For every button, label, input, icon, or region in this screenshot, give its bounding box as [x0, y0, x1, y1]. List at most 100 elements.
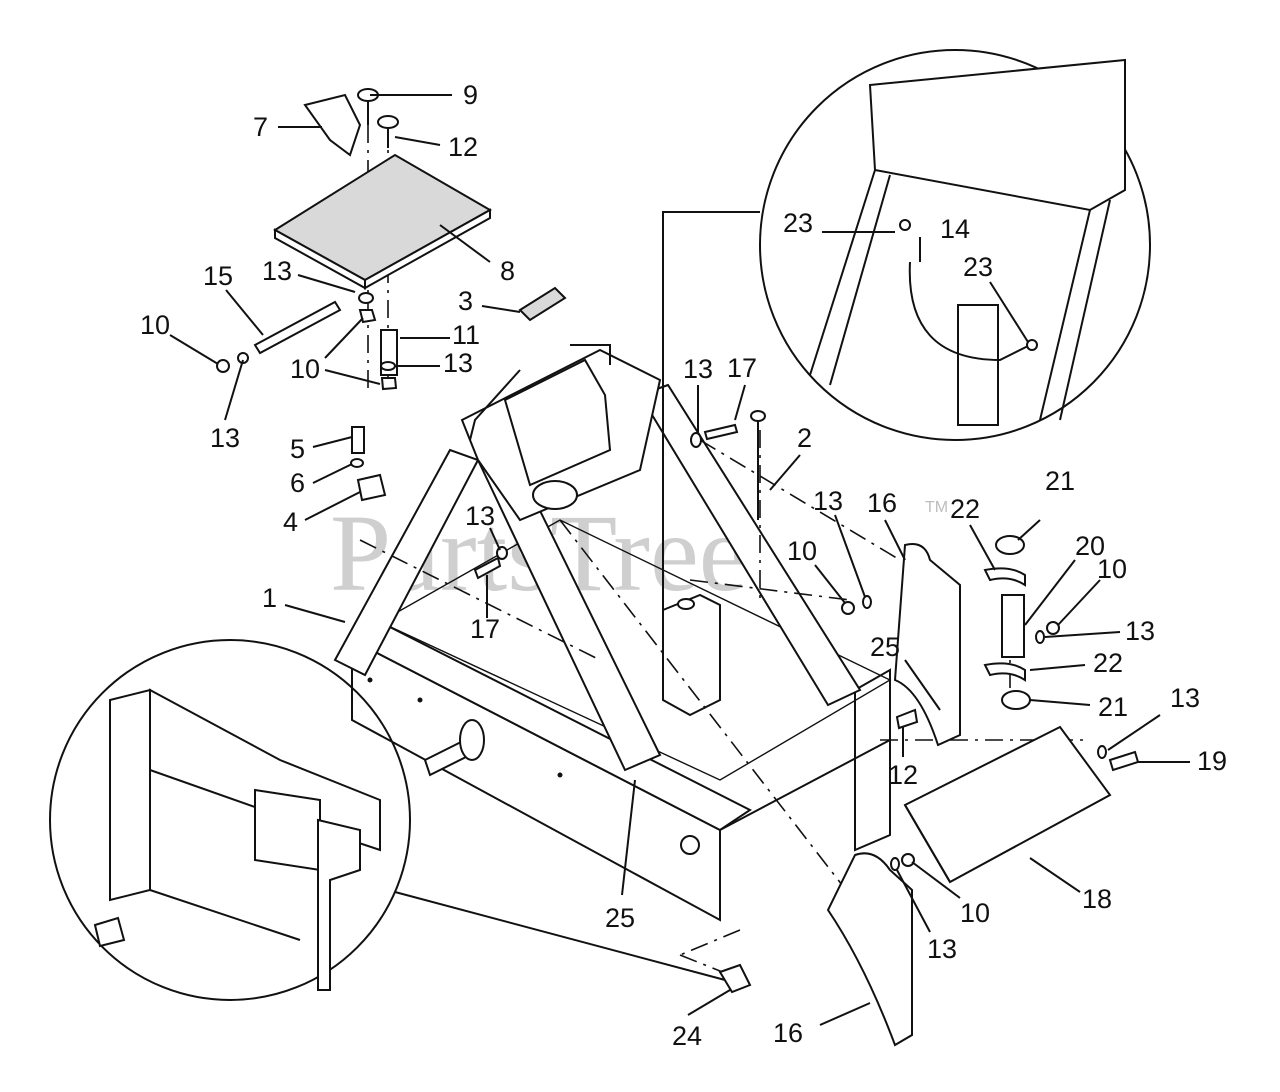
washer-13-lower-plate — [890, 857, 900, 871]
callout-13a: 13 — [262, 256, 292, 286]
assembly-line — [359, 539, 601, 661]
washer-6 — [350, 458, 364, 468]
callout-17a: 17 — [727, 353, 757, 383]
roller-assembly — [983, 535, 1060, 710]
detail-inset-upper — [759, 49, 1151, 441]
inset-lower-bolt — [93, 916, 126, 948]
nut-10-lower-plate — [901, 853, 915, 867]
spindle-flange — [459, 719, 485, 761]
inset-upper-leg-left — [809, 169, 876, 376]
callout-5: 5 — [290, 434, 305, 464]
washer-13-upper — [690, 432, 702, 448]
washer-13 — [358, 292, 374, 304]
leader-15 — [225, 289, 264, 336]
callout-10d: 10 — [1097, 554, 1127, 584]
cap-21-lower — [1001, 690, 1031, 710]
hitch-top-pin — [570, 344, 611, 365]
leader-16b — [819, 1002, 871, 1026]
callout-7: 7 — [253, 112, 268, 142]
assembly-line — [689, 579, 851, 601]
bolt-17-upper — [703, 423, 739, 441]
leader-21a — [1017, 519, 1041, 541]
clamp-22-upper — [983, 567, 1026, 587]
leader-13h — [1107, 714, 1161, 751]
inset-lower-left-plate — [109, 688, 151, 902]
callout-19: 19 — [1197, 746, 1227, 776]
callout-13b: 13 — [210, 423, 240, 453]
bracket-part-7 — [303, 93, 362, 157]
fitting-23-upper — [899, 219, 911, 231]
callout-24: 24 — [672, 1021, 702, 1051]
leader-4 — [304, 491, 361, 521]
inset-lower-connector — [394, 891, 726, 981]
leader-10d — [1057, 579, 1101, 626]
rod-2-head — [750, 410, 766, 422]
washer-13-shield — [1097, 745, 1107, 759]
frame-bottom-edge — [719, 739, 891, 831]
step-plate — [273, 153, 493, 282]
washer-13-plate — [862, 595, 872, 609]
inset-upper-leg-right — [1039, 209, 1091, 421]
bolt-12-head — [377, 115, 399, 129]
callout-11: 11 — [452, 320, 480, 350]
callout-12a: 12 — [448, 132, 478, 162]
grip-3 — [518, 286, 567, 322]
bolt-19 — [1108, 750, 1140, 772]
leader-10b-1 — [324, 317, 364, 359]
leader-6 — [312, 463, 353, 484]
callout-10b: 10 — [290, 354, 320, 384]
leader-17a — [734, 384, 746, 421]
inset-upper-leg-right2 — [1059, 199, 1111, 421]
leader-8 — [439, 224, 491, 263]
inset-upper-leg-left2 — [829, 174, 891, 386]
step-plate-edge-side — [364, 208, 491, 290]
leader-13i — [896, 869, 931, 933]
callout-13c: 13 — [443, 348, 473, 378]
hole — [417, 697, 423, 703]
bolt-12-plate — [895, 708, 919, 730]
callout-13g: 13 — [1125, 616, 1155, 646]
hose-14 — [908, 261, 1031, 362]
leader-1 — [284, 604, 346, 623]
shield-assembly — [903, 725, 1140, 884]
inset-circle-upper — [759, 49, 1151, 441]
inset-upper-post — [957, 304, 999, 426]
callout-2: 2 — [797, 423, 812, 453]
frame-hole-large — [680, 835, 700, 855]
callout-25a: 25 — [605, 903, 635, 933]
leader-21b — [1029, 699, 1091, 706]
callout-13i: 13 — [927, 934, 957, 964]
callout-17b: 17 — [470, 614, 500, 644]
detail-inset-lower — [49, 639, 411, 1001]
nut-10-roller — [1046, 621, 1060, 635]
hole — [557, 772, 563, 778]
side-plate-16-upper — [893, 543, 961, 747]
cap-21-upper — [995, 535, 1025, 555]
hitch-plate — [503, 358, 612, 487]
callout-10c: 10 — [787, 536, 817, 566]
side-plates — [826, 543, 961, 1047]
hitch-handle-rod — [469, 369, 521, 441]
roller-20 — [1001, 594, 1025, 658]
callout-13h: 13 — [1170, 683, 1200, 713]
callout-16a: 16 — [867, 488, 897, 518]
nut-10-plate — [841, 601, 855, 615]
inset-lower-top — [149, 688, 381, 852]
inset-connector — [662, 211, 760, 650]
main-frame — [333, 344, 892, 922]
nut-10-rod — [216, 359, 230, 373]
center-post — [662, 593, 721, 717]
bolt-24 — [718, 963, 752, 994]
callout-22b: 22 — [1093, 648, 1123, 678]
callout-13d: 13 — [465, 501, 495, 531]
callout-21b: 21 — [1098, 692, 1128, 722]
center-post-cap — [677, 598, 695, 610]
washer-13-roller — [1035, 630, 1045, 644]
callout-8: 8 — [500, 256, 515, 286]
callout-21a: 21 — [1045, 466, 1075, 496]
leader-22a — [969, 524, 996, 571]
callout-14: 14 — [940, 214, 970, 244]
leader-lines — [169, 94, 1190, 1026]
step-plate-assembly — [216, 88, 766, 580]
